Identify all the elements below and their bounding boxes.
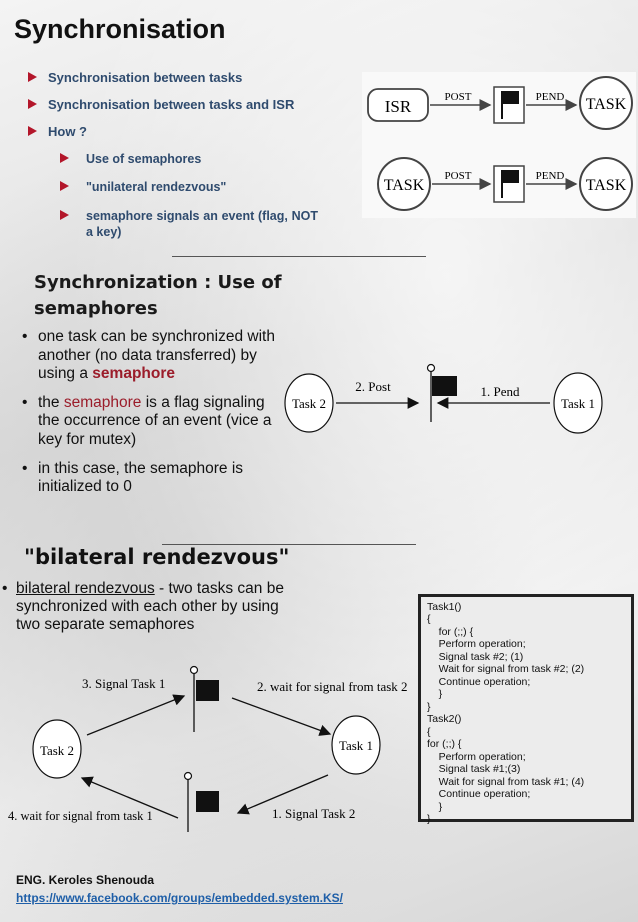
bilateral-diagram: Task 2 Task 1 3. Signal Task 1 2. wait f… <box>8 665 408 832</box>
flag-icon <box>503 91 519 104</box>
page-title: Synchronisation <box>14 14 226 44</box>
isr-task-diagram: ISR POST PEND TASK TASK POST PEND TASK <box>362 72 636 218</box>
triangle-bullet-icon <box>60 209 69 220</box>
isr-label: ISR <box>385 97 412 116</box>
wait-task2-arrow <box>231 697 332 736</box>
task-circle <box>579 76 633 130</box>
isr-box <box>367 88 429 122</box>
task1-label: Task 1 <box>339 738 373 753</box>
flag-top-icon <box>426 363 436 373</box>
author-name: ENG. Keroles Shenouda <box>16 873 155 887</box>
list-item: the semaphore is a flag signaling the oc… <box>20 394 280 450</box>
bullet-item: How ? <box>28 124 328 139</box>
task1-label: Task 1 <box>561 396 595 411</box>
post-label: POST <box>445 170 472 182</box>
semaphore-list: one task can be synchronized with anothe… <box>20 328 280 507</box>
list-item: in this case, the semaphore is initializ… <box>20 460 280 497</box>
sub-bullet-item: semaphore signals an event (flag, NOT a … <box>28 208 318 241</box>
bullet-list: Synchronisation between tasks Synchronis… <box>28 70 328 252</box>
flag-top-icon <box>183 771 193 781</box>
wait-task2-label: 2. wait for signal from task 2 <box>257 679 408 694</box>
flag-top-icon <box>189 665 199 675</box>
task2-circle <box>284 373 334 433</box>
bullet-item: Synchronisation between tasks <box>28 70 328 85</box>
signal-task2-label: 1. Signal Task 2 <box>272 806 355 821</box>
facebook-link[interactable]: https://www.facebook.com/groups/embedded… <box>16 891 343 905</box>
pend-label: 1. Pend <box>481 384 521 399</box>
triangle-bullet-icon <box>60 153 69 163</box>
signal-task1-arrow <box>86 694 186 736</box>
code-block: Task1() { for (;;) { Perform operation; … <box>418 594 634 825</box>
flag-icon <box>196 680 219 701</box>
task1-circle <box>553 372 603 434</box>
section-divider <box>172 256 426 257</box>
section-title: "bilateral rendezvous" <box>24 545 290 569</box>
sub-bullet-item: Use of semaphores <box>28 151 328 167</box>
task-circle <box>377 157 431 211</box>
triangle-bullet-icon <box>28 72 37 82</box>
flag-icon <box>432 376 457 396</box>
pend-label: PEND <box>536 170 565 182</box>
triangle-bullet-icon <box>60 181 69 192</box>
bilateral-description: bilateral rendezvous - two tasks can be … <box>2 580 302 633</box>
task1-circle <box>331 715 381 775</box>
isr-task-diagram-svg: ISR POST PEND TASK TASK POST PEND TASK <box>367 76 633 211</box>
task2-label: Task 2 <box>292 396 326 411</box>
signal-task1-label: 3. Signal Task 1 <box>82 676 165 691</box>
flag-icon <box>196 791 219 812</box>
post-label: 2. Post <box>355 379 391 394</box>
task-label: TASK <box>586 96 627 113</box>
section-title: Synchronization : Use of semaphores <box>34 272 282 320</box>
sub-bullet-item: "unilateral rendezvous" <box>28 179 328 195</box>
task-circle <box>579 157 633 211</box>
signal-task2-arrow <box>236 774 329 815</box>
wait-task1-label: 4. wait for signal from task 1 <box>8 809 153 823</box>
list-item: one task can be synchronized with anothe… <box>20 328 280 384</box>
task-label: TASK <box>384 177 425 194</box>
task-label: TASK <box>586 177 627 194</box>
wait-task1-arrow <box>80 776 179 819</box>
triangle-bullet-icon <box>28 99 37 109</box>
section-divider <box>162 544 416 545</box>
unilateral-diagram: Task 2 2. Post 1. Pend Task 1 <box>284 363 603 434</box>
task2-label: Task 2 <box>40 743 74 758</box>
flag-icon <box>503 170 519 183</box>
bullet-item: Synchronisation between tasks and ISR <box>28 97 328 112</box>
triangle-bullet-icon <box>28 126 37 136</box>
task2-circle <box>32 719 82 779</box>
pend-label: PEND <box>536 91 565 103</box>
post-label: POST <box>445 91 472 103</box>
